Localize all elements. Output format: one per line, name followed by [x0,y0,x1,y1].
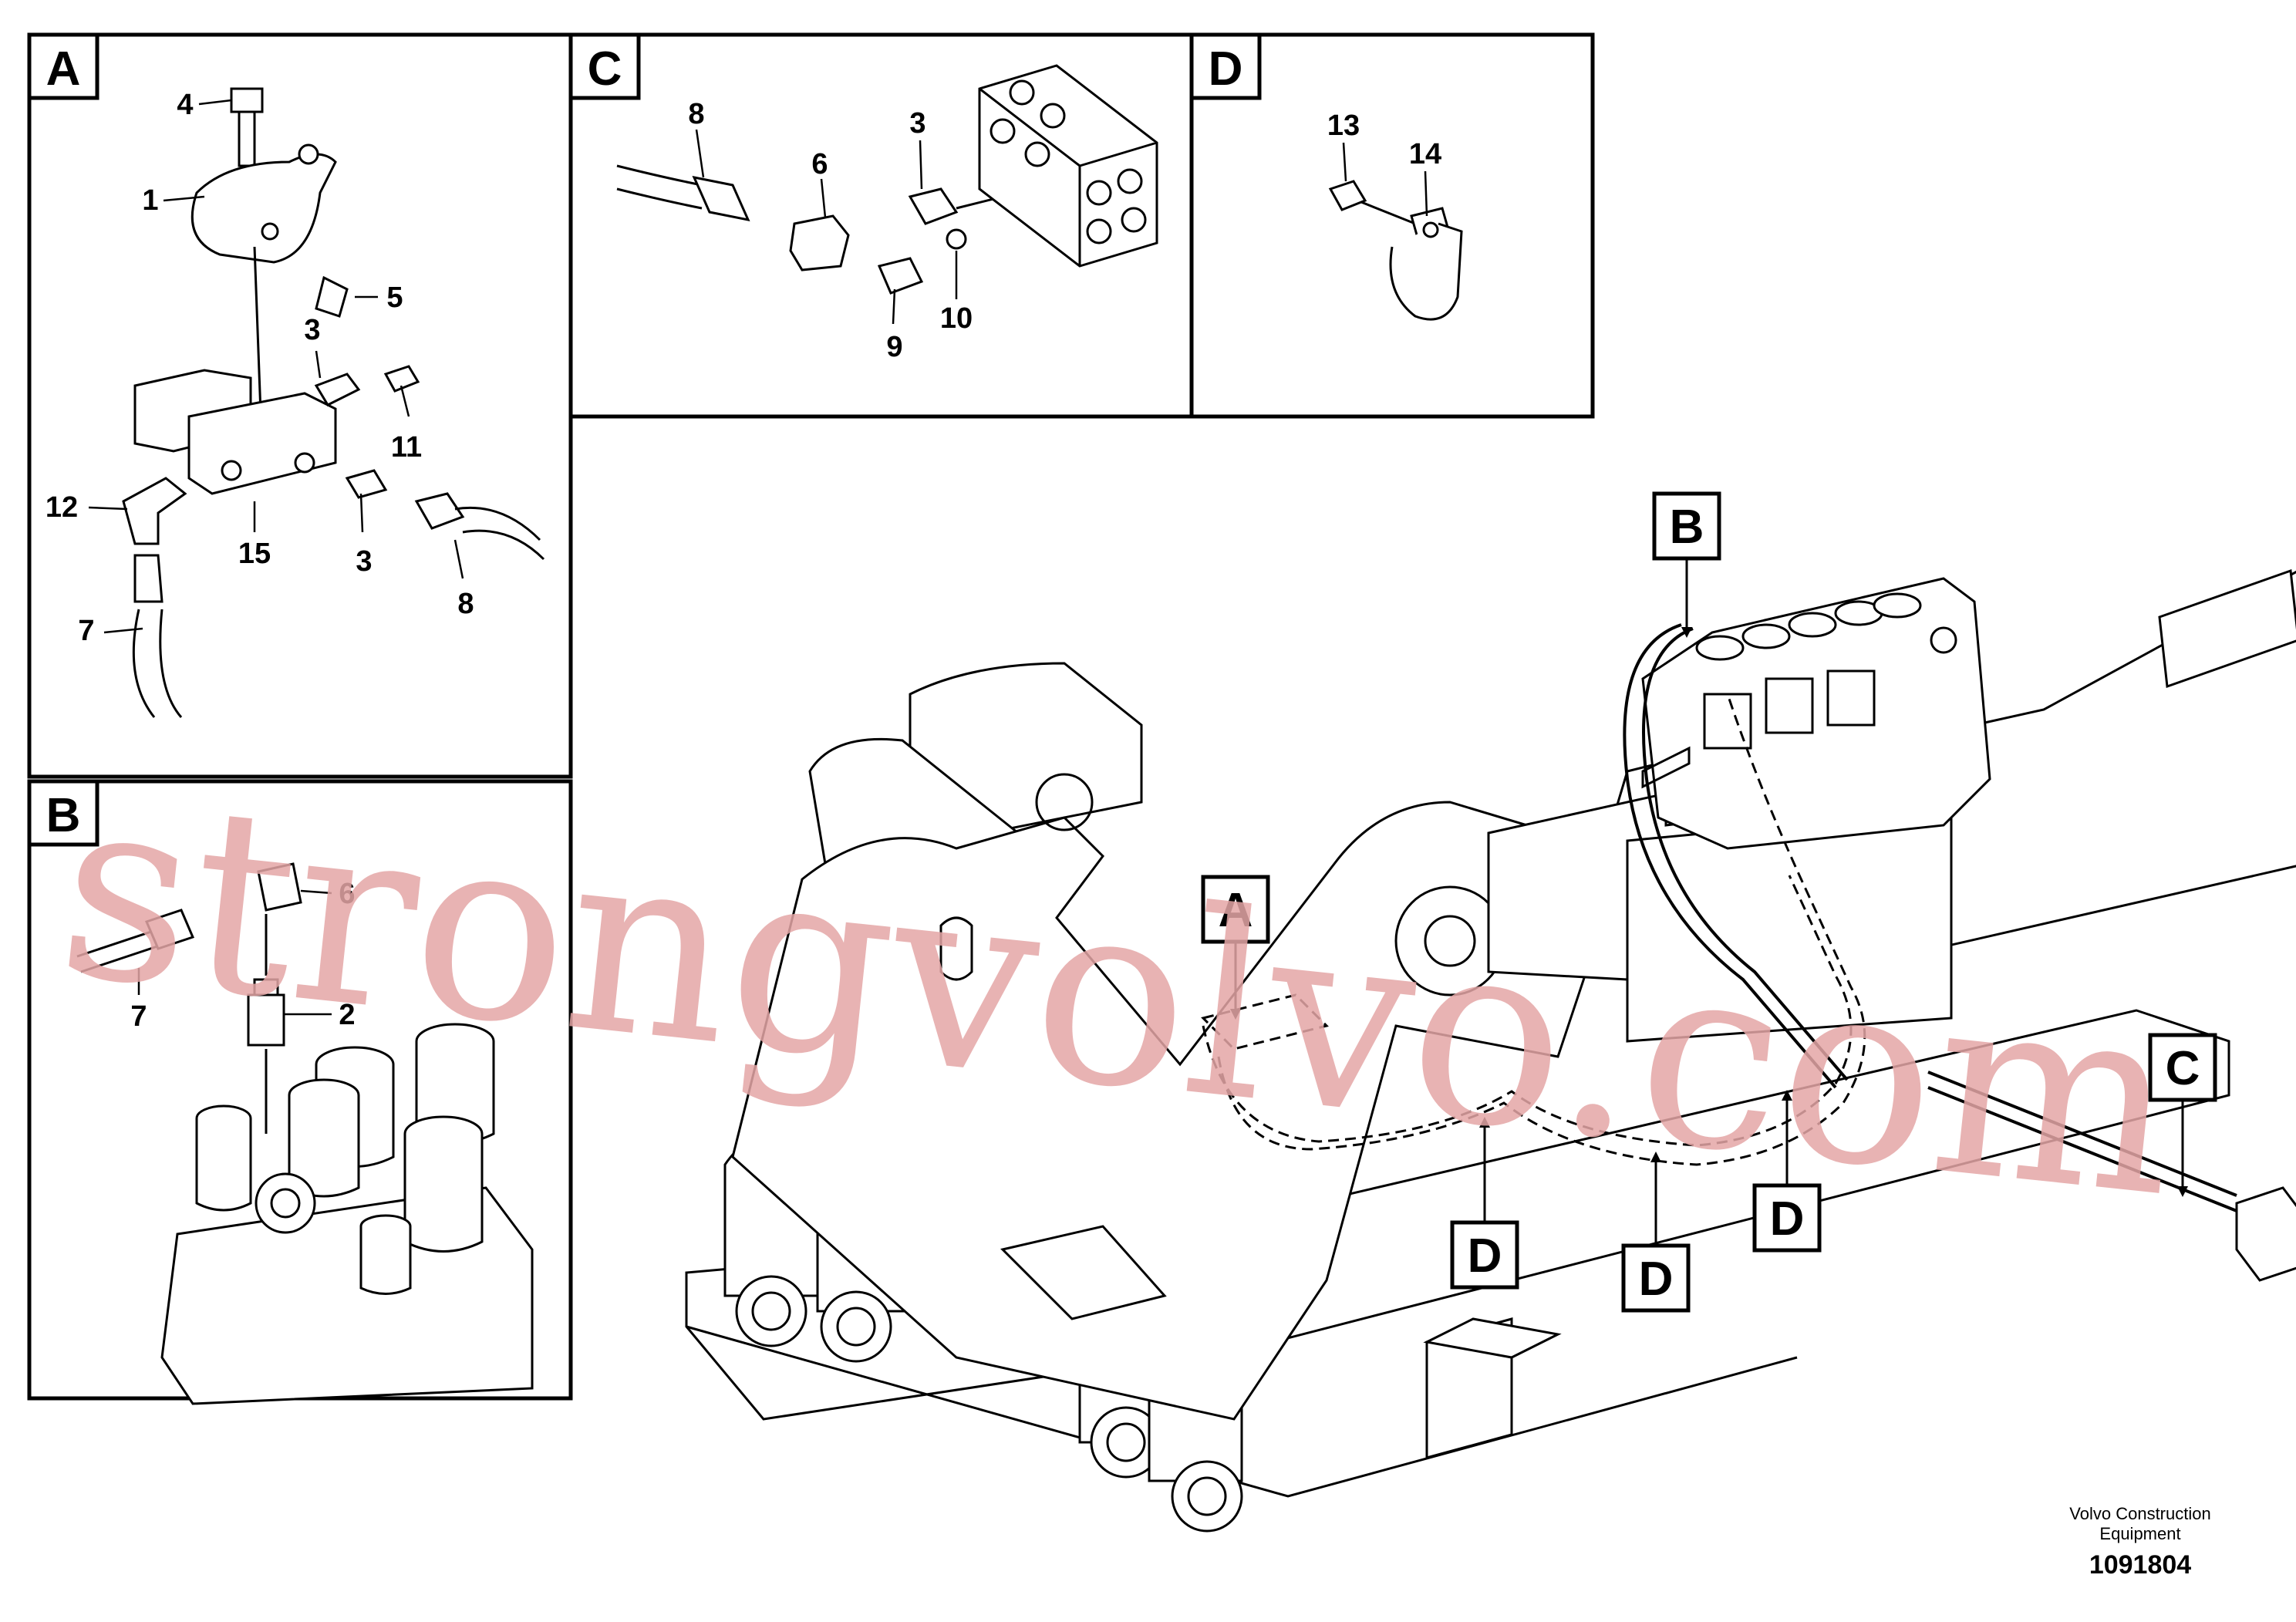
callout-a-11: 11 [391,431,422,464]
main-callout-c-box [2148,1033,2217,1102]
callout-a-15: 15 [238,538,271,570]
main-callout-a-box [1201,875,1270,944]
main-callout-a: A [1219,884,1253,937]
callout-b-7: 7 [130,1000,147,1033]
panel-b-tag [27,779,99,847]
panel-b-letter: B [46,789,81,842]
main-callout-d1-box [1450,1220,1519,1290]
panel-c: C [568,32,1194,419]
main-callout-d3: D [1770,1192,1805,1246]
callout-d-14: 14 [1409,138,1441,170]
panel-d-frame [1189,32,1595,419]
main-callout-d1: D [1468,1229,1502,1283]
panel-d: D 13 14 [1189,32,1595,419]
callout-a-3-lower: 3 [356,545,372,578]
panel-c-tag [568,32,641,100]
callout-c-9: 9 [886,331,902,363]
callout-b-2: 2 [339,999,355,1031]
dashed-hose-route [1201,693,1866,1166]
main-assembly [685,568,2296,1533]
panel-d-tag [1189,32,1262,100]
main-callouts: B A C D D D [1201,491,2217,1313]
callout-a-5: 5 [386,282,403,314]
panel-b-parts [76,862,534,1405]
callout-c-8: 8 [688,98,704,130]
callout-a-12: 12 [46,491,78,524]
callout-a-4: 4 [177,89,193,121]
panel-a-letter: A [46,42,81,96]
panel-d-parts [1328,180,1463,321]
panel-a-tag [27,32,99,100]
main-callout-d2-box [1621,1243,1691,1313]
main-callout-d3-box [1752,1183,1822,1253]
panel-a-leaders [88,99,464,634]
footer: Volvo Construction Equipment 1091804 [2069,1504,2210,1580]
callout-c-6: 6 [811,148,828,180]
callout-c-10: 10 [940,302,973,335]
panel-c-letter: C [588,42,622,96]
panel-d-leaders [1342,142,1428,217]
main-callout-b-box [1652,491,1721,561]
panel-a-parts [122,87,545,718]
callout-a-3-upper: 3 [304,314,320,346]
panel-c-parts [616,64,1158,295]
footer-company-line1: Volvo Construction [2069,1504,2210,1523]
callout-a-8: 8 [457,588,474,620]
callout-b-6: 6 [339,878,355,910]
callout-a-1: 1 [142,184,158,217]
panel-d-letter: D [1209,42,1243,96]
main-callout-b: B [1670,501,1704,554]
callout-c-3: 3 [909,107,925,140]
callout-a-7: 7 [78,615,94,647]
panel-b-leaders [137,889,332,1016]
footer-drawing-number: 1091804 [2089,1550,2191,1580]
callout-d-13: 13 [1327,110,1360,142]
panel-c-leaders [695,129,958,325]
main-callout-c: C [2166,1042,2200,1095]
footer-company-line2: Equipment [2099,1524,2180,1543]
main-callout-d2: D [1639,1253,1674,1306]
panel-b: B [27,779,573,1405]
panel-a: A [27,32,573,779]
